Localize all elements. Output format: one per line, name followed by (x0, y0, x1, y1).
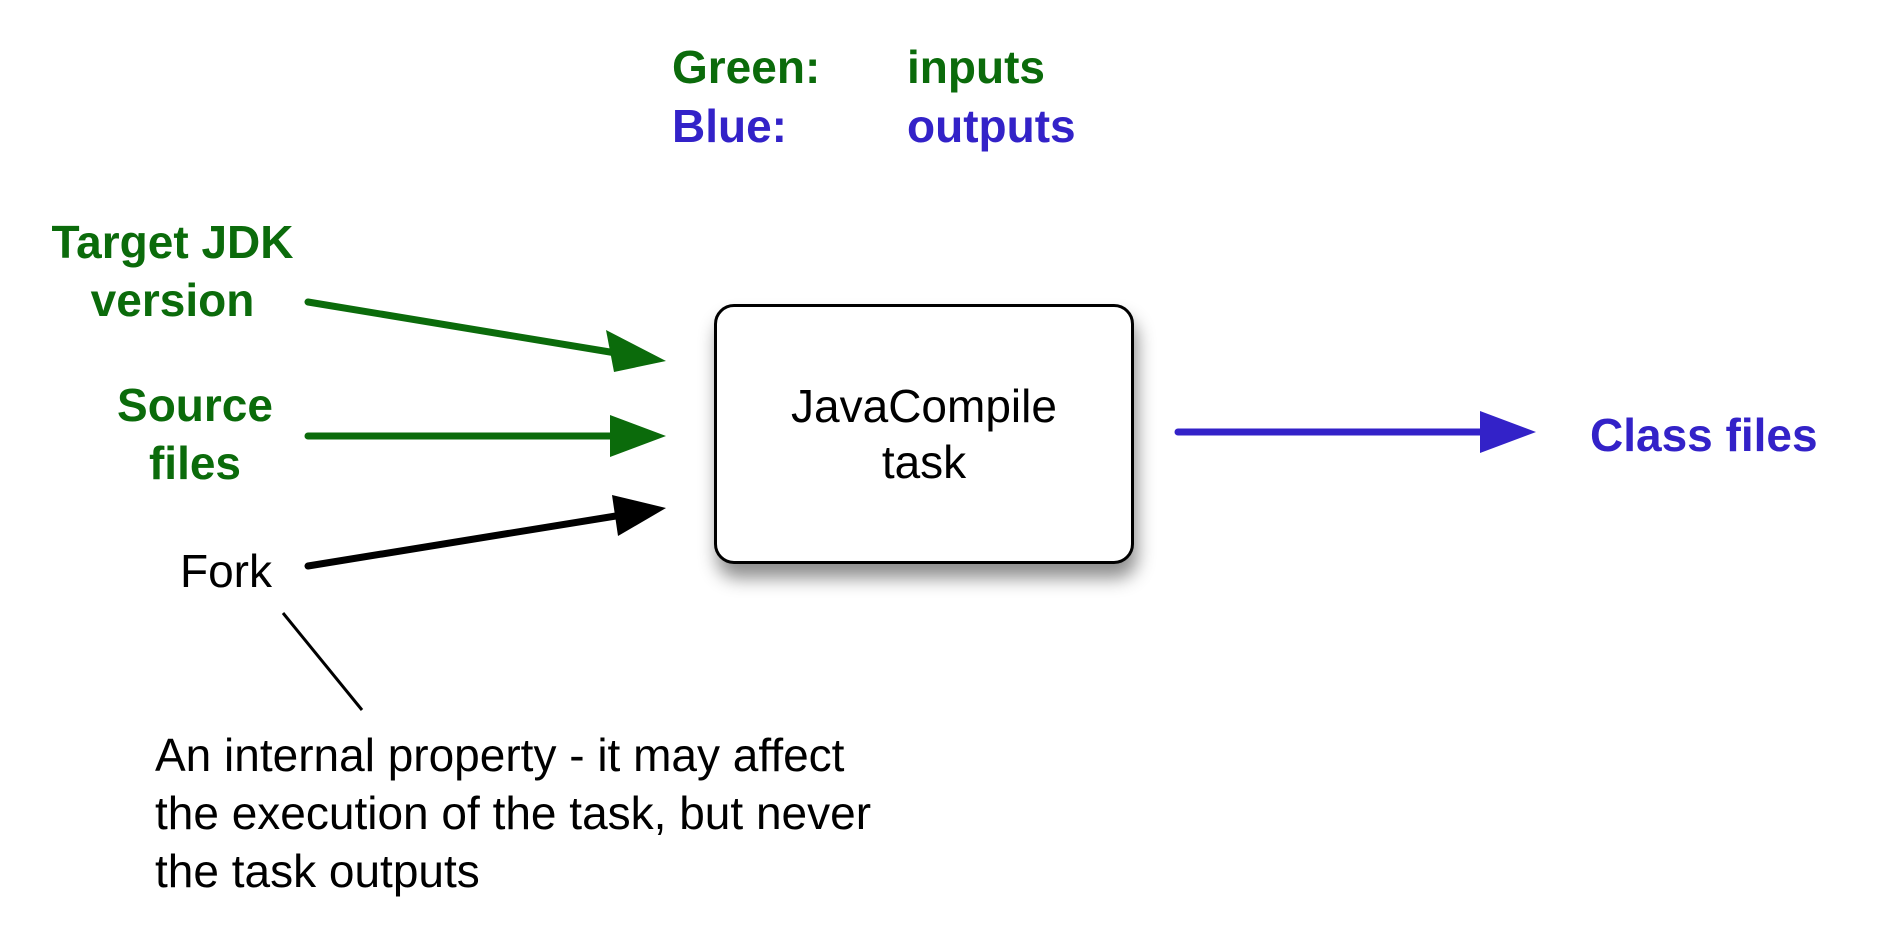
note-line1: An internal property - it may affect (155, 729, 845, 781)
legend-green-key: Green: (672, 41, 821, 93)
task-label-line2: task (881, 436, 967, 488)
task-label: JavaCompile task (791, 378, 1057, 490)
target-jdk-arrow (304, 298, 666, 372)
input-target-jdk-label: Target JDK version (30, 213, 315, 329)
legend-blue-key: Blue: (672, 100, 787, 152)
source-files-arrow (304, 415, 666, 457)
fork-arrow (304, 495, 666, 570)
javacompile-task-box: JavaCompile task (714, 304, 1134, 564)
output-arrow (1174, 411, 1536, 453)
output-class-files-label: Class files (1590, 409, 1818, 461)
internal-property-note: An internal property - it may affect the… (155, 726, 871, 900)
input-source-files-line2: files (148, 437, 242, 489)
note-line3: the task outputs (155, 845, 480, 897)
legend-green-value: inputs (907, 41, 1045, 93)
input-fork-label: Fork (180, 545, 272, 597)
task-label-line1: JavaCompile (791, 380, 1057, 432)
input-target-jdk-line1: Target JDK (51, 216, 294, 268)
input-source-files-line1: Source (117, 379, 273, 431)
note-line2: the execution of the task, but never (155, 787, 872, 839)
input-source-files-label: Source files (95, 376, 295, 492)
note-connector-line (281, 612, 364, 711)
legend-blue-value: outputs (907, 100, 1076, 152)
input-target-jdk-line2: version (90, 274, 255, 326)
